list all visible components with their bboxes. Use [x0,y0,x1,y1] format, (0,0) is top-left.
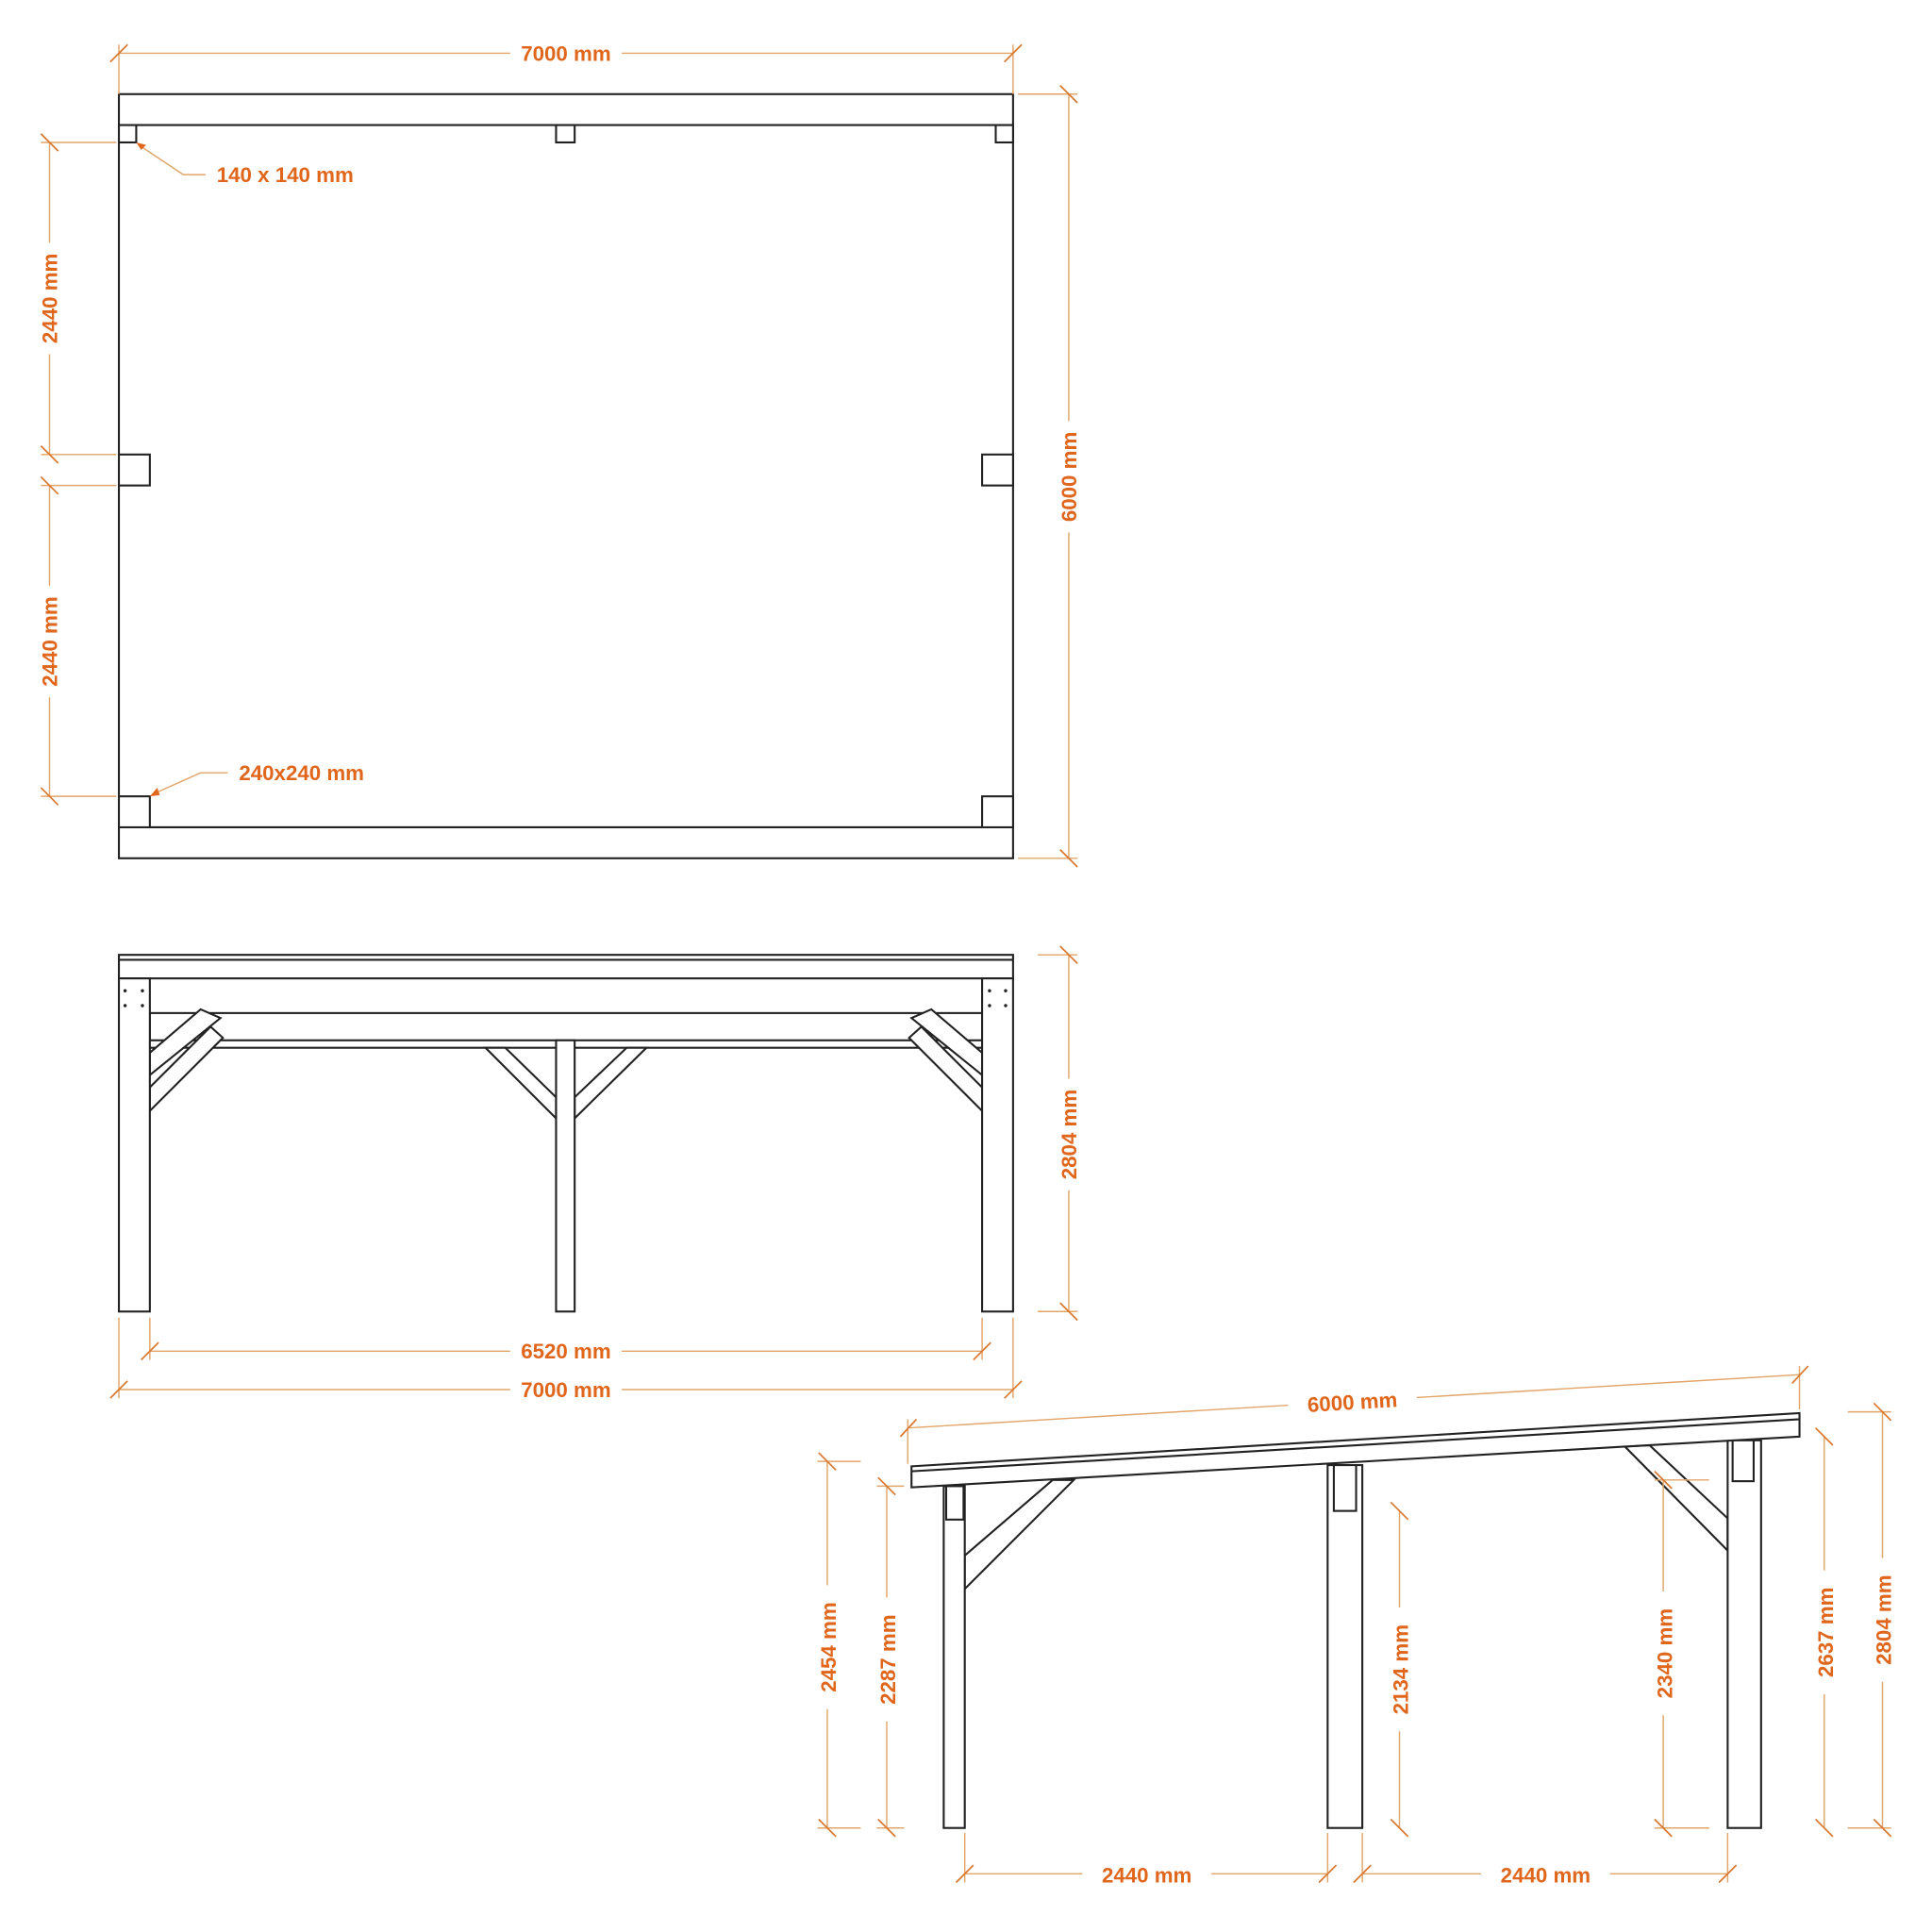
post [942,1485,966,1829]
post [1726,1439,1762,1829]
side-length-label: 6000 mm [1307,1388,1398,1417]
roof-outline [117,92,1014,859]
front-height-label: 2804 mm [1058,1090,1081,1179]
header-beam [148,1011,984,1041]
side-span-right-label: 2440 mm [1501,1863,1591,1887]
post-large [117,453,151,487]
plan-depth-label: 6000 mm [1058,432,1081,522]
post-small [555,124,576,144]
post [981,977,1014,1313]
post-small [994,124,1014,144]
post-small [117,124,138,144]
dim-2287: 2287 mm [872,1476,905,1838]
side-height-2454-label: 2454 mm [817,1602,841,1691]
front-view: 2804 mm 6520 mm 7000 mm [109,945,1083,1404]
brace [1623,1443,1729,1554]
post-large [981,795,1014,829]
dim-2134: 2134 mm [1384,1501,1415,1838]
post [555,1039,576,1313]
side-view: 6000 mm 2454 mm 2287 mm 2134 mm [812,1365,1898,1890]
post [1326,1464,1364,1829]
large-post-size-label: 240x240 mm [239,761,364,785]
post [117,977,151,1313]
side-height-2804-label: 2804 mm [1873,1574,1896,1664]
dim-2804: 2804 mm [1847,1402,1898,1838]
brace [574,1046,649,1121]
small-post-size-label: 140 x 140 mm [217,163,354,187]
post-large [981,453,1014,487]
plan-width-label: 7000 mm [521,42,610,65]
side-height-2637-label: 2637 mm [1814,1588,1838,1677]
side-height-2340-label: 2340 mm [1653,1608,1676,1698]
brace [483,1046,558,1122]
brace [963,1478,1076,1591]
side-span-left-label: 2440 mm [1102,1863,1191,1887]
dim-2454: 2454 mm [812,1452,861,1838]
side-height-2134-label: 2134 mm [1390,1624,1413,1714]
front-outer-width-label: 7000 mm [521,1378,610,1402]
plan-span-bottom-label: 2440 mm [38,596,61,686]
post-large [117,795,151,829]
side-height-2287-label: 2287 mm [876,1614,900,1704]
dim-2340: 2340 mm [1648,1471,1709,1838]
front-inner-width-label: 6520 mm [521,1340,610,1363]
plan-view: 7000 mm 6000 mm 2440 mm 2440 mm 140 x 14… [36,40,1083,868]
plan-span-top-label: 2440 mm [38,254,61,343]
roof-board [117,954,1014,980]
dim-2637: 2637 mm [1809,1427,1840,1838]
